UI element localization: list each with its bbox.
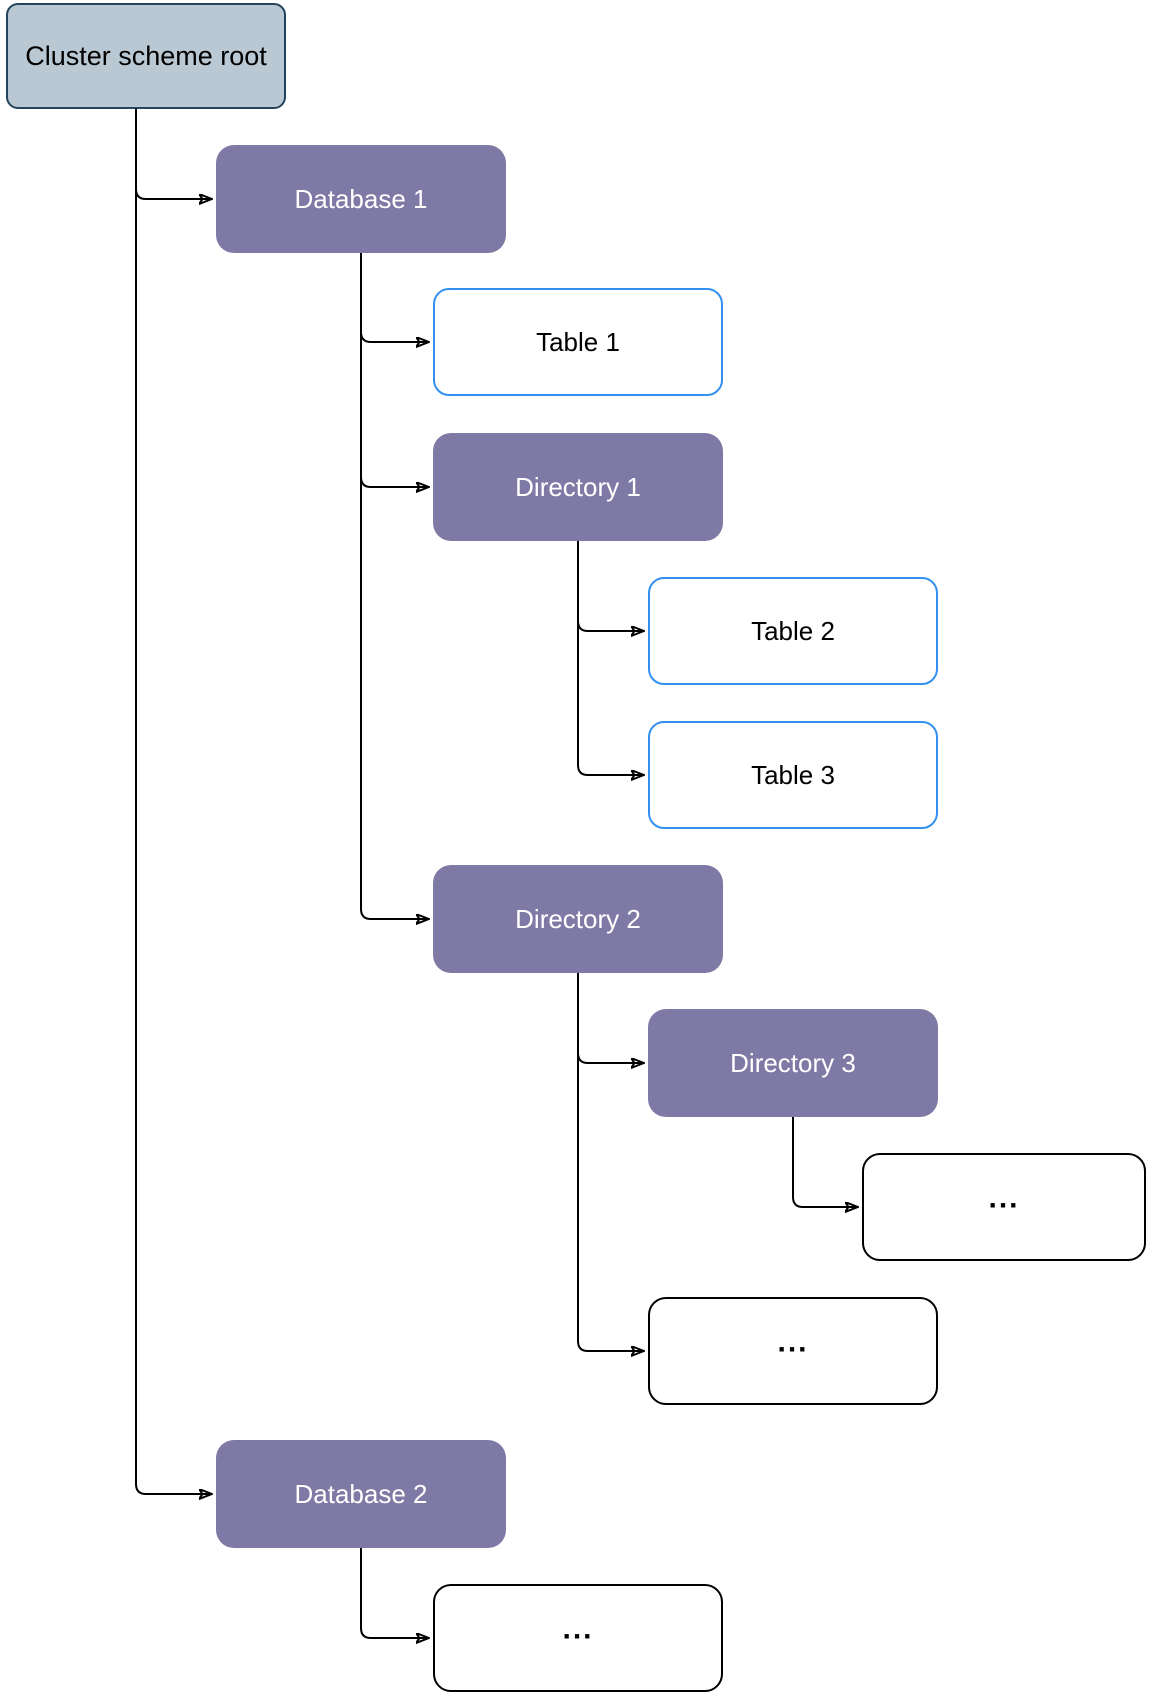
connector-directory1-table3 [577, 541, 644, 775]
node-label: Directory 3 [730, 1047, 856, 1078]
connector-database1-table1 [360, 253, 429, 342]
node-label: Cluster scheme root [25, 40, 267, 71]
connector-database2-ellipsis [360, 1548, 429, 1638]
node-cluster-scheme-root: Cluster scheme root [6, 3, 286, 109]
node-label: Database 1 [294, 183, 428, 214]
node-table-1: Table 1 [433, 288, 723, 396]
node-ellipsis-after-directory-3: ... [862, 1153, 1146, 1261]
node-label: Table 2 [751, 615, 835, 646]
connector-database1-directory1 [360, 253, 429, 487]
node-label: Table 1 [536, 326, 620, 357]
node-ellipsis-under-database-2: ... [433, 1584, 723, 1692]
connector-root-database2 [135, 109, 212, 1494]
node-directory-3: Directory 3 [648, 1009, 938, 1117]
connector-directory3-ellipsis [792, 1117, 858, 1207]
connector-database1-directory2 [360, 253, 429, 919]
node-database-2: Database 2 [216, 1440, 506, 1548]
connector-directory1-table2 [577, 541, 644, 631]
node-table-2: Table 2 [648, 577, 938, 685]
connector-directory2-directory3 [577, 973, 644, 1063]
connector-root-database1 [135, 109, 212, 199]
node-table-3: Table 3 [648, 721, 938, 829]
connector-directory2-ellipsis [577, 973, 644, 1351]
node-label: ... [988, 1181, 1020, 1215]
node-label: ... [562, 1612, 594, 1646]
node-directory-2: Directory 2 [433, 865, 723, 973]
node-label: Directory 2 [515, 903, 641, 934]
node-label: Directory 1 [515, 471, 641, 502]
node-directory-1: Directory 1 [433, 433, 723, 541]
node-label: Table 3 [751, 759, 835, 790]
node-database-1: Database 1 [216, 145, 506, 253]
node-label: Database 2 [294, 1478, 428, 1509]
node-ellipsis-under-directory-2: ... [648, 1297, 938, 1405]
node-label: ... [777, 1325, 809, 1359]
